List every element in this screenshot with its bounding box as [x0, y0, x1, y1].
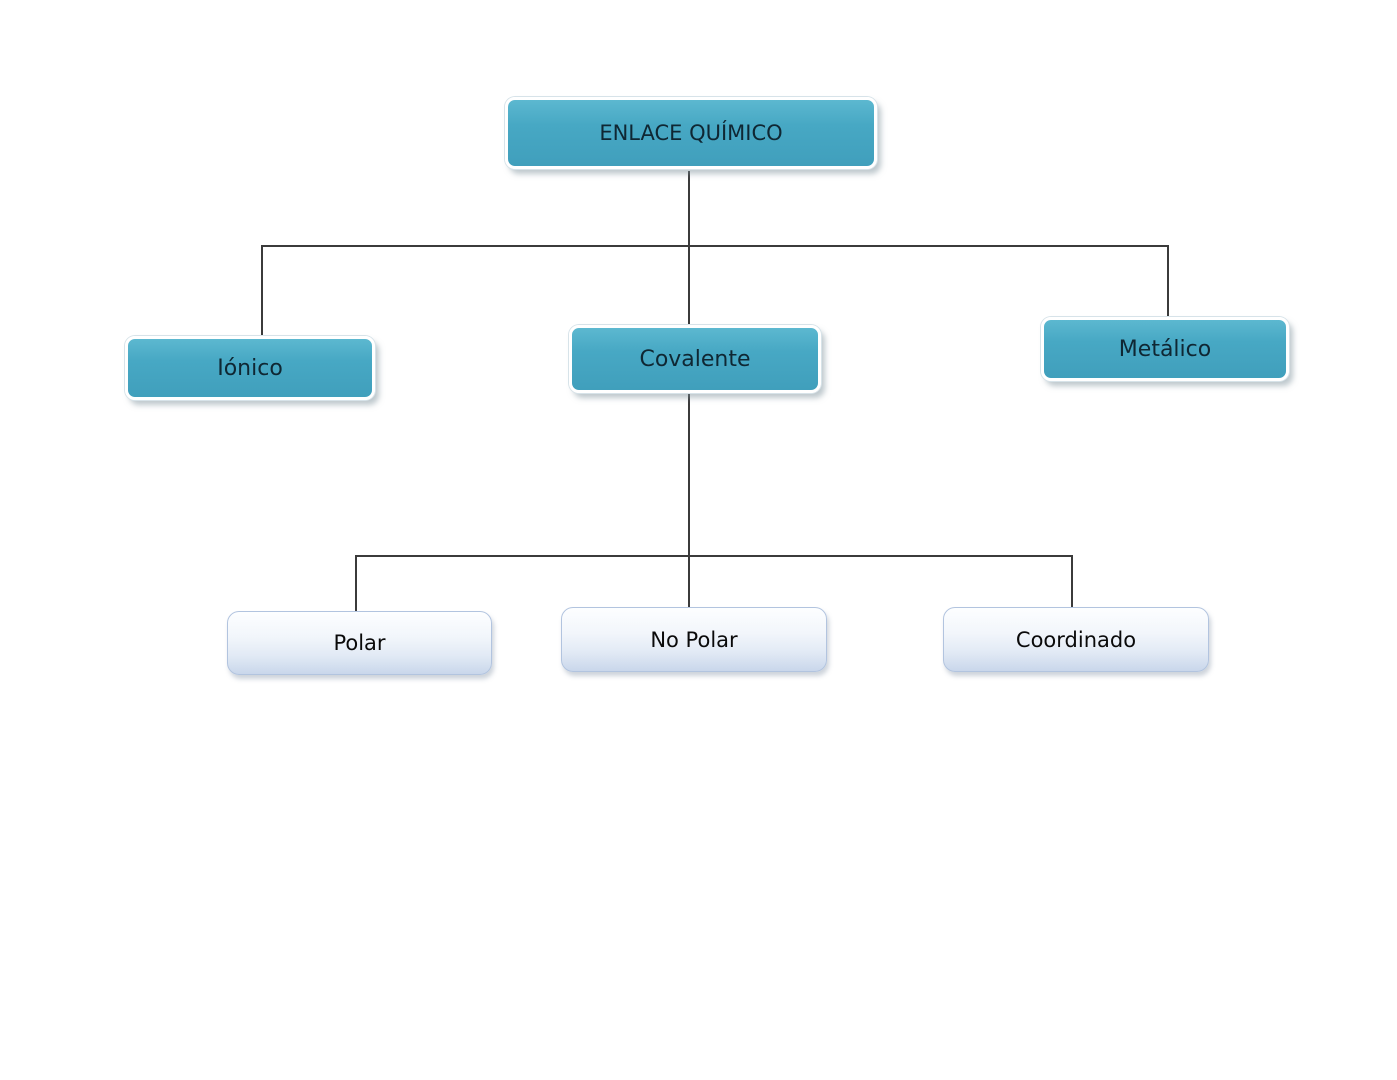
node-polar: Polar — [227, 611, 492, 675]
connector-level1-bus — [261, 245, 1169, 247]
node-covalente-label: Covalente — [639, 346, 751, 372]
node-enlace-quimico-label: ENLACE QUÍMICO — [599, 121, 783, 145]
connector-bus2-to-nopolar — [688, 555, 690, 609]
connector-bus2-to-coordinado — [1071, 555, 1073, 609]
connector-bus-to-ionico — [261, 245, 263, 338]
node-no-polar-label: No Polar — [650, 627, 738, 652]
node-ionico-label: Iónico — [217, 355, 283, 381]
node-coordinado: Coordinado — [943, 607, 1209, 672]
connector-level2-bus — [355, 555, 1073, 557]
node-ionico: Iónico — [125, 336, 375, 400]
node-polar-label: Polar — [333, 631, 386, 655]
node-metalico: Metálico — [1041, 317, 1289, 381]
node-no-polar: No Polar — [561, 607, 827, 672]
node-metalico-label: Metálico — [1118, 336, 1212, 362]
connector-bus-to-covalente — [688, 245, 690, 327]
connector-covalente-to-bus2 — [688, 393, 690, 557]
connector-root-to-bus — [688, 171, 690, 247]
connector-bus2-to-polar — [355, 555, 357, 613]
connector-bus-to-metalico — [1167, 245, 1169, 319]
node-coordinado-label: Coordinado — [1015, 627, 1137, 652]
node-enlace-quimico: ENLACE QUÍMICO — [505, 97, 877, 169]
node-covalente: Covalente — [569, 325, 821, 393]
